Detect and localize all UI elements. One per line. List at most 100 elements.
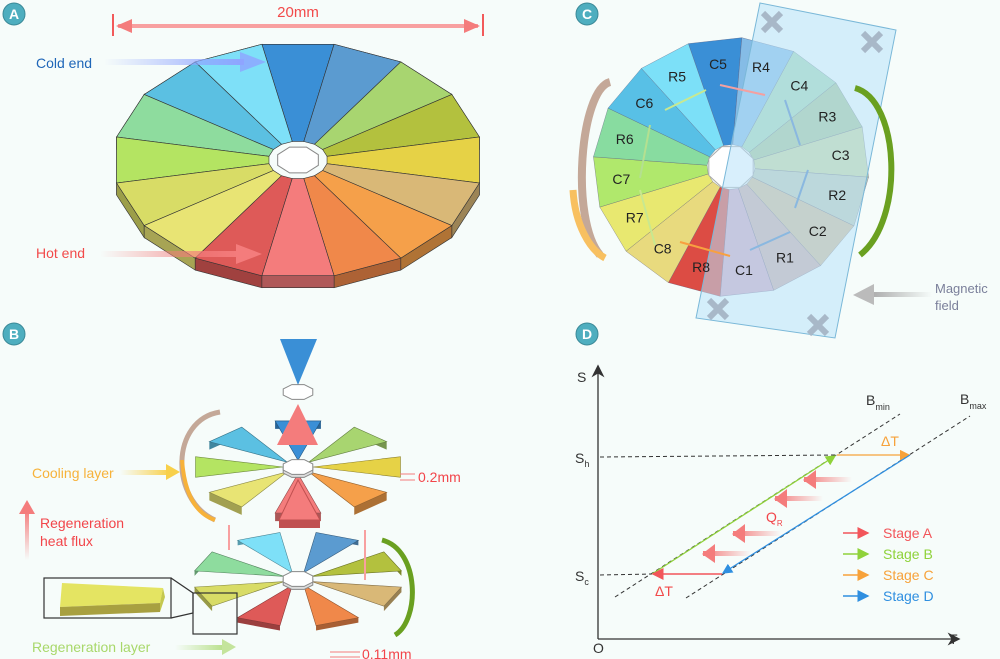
flow-arrow: [784, 99, 801, 146]
delta-t-top-label: ΔT: [881, 433, 899, 449]
panel-letter: C: [582, 6, 592, 22]
layer-wedge: [308, 471, 388, 515]
layer-hub: [282, 459, 314, 475]
sc-subscript: c: [584, 577, 589, 587]
dimension-label: 20mm: [277, 4, 319, 21]
legend-label: Stage C: [883, 567, 934, 583]
cooling-layer-arrow: [120, 464, 180, 480]
segment-label: R6: [616, 131, 634, 147]
cold-end-label: Cold end: [36, 55, 92, 71]
sc-guide: [599, 573, 653, 576]
segment-label: R1: [776, 250, 794, 266]
field-cross-icon: [860, 30, 884, 54]
curved-arrow-green: [381, 537, 415, 638]
legend-item: Stage B: [843, 546, 933, 562]
layer-wedge: [303, 584, 360, 631]
sc-main: S: [575, 568, 584, 584]
heat-flux-up-arrow: [19, 500, 35, 560]
magnetic-field-region: [695, 2, 897, 339]
magnetic-field-arrow: [853, 284, 932, 305]
bmax-main: B: [960, 391, 969, 407]
field-cross-icon: [806, 313, 830, 337]
layer-wedge: [193, 551, 285, 577]
thickness-ticks: [330, 473, 415, 658]
bmin-label: Bmin: [866, 392, 890, 412]
segment-label: R5: [668, 68, 686, 84]
sh-subscript: h: [584, 459, 589, 469]
layer-wedge: [208, 426, 288, 463]
segment-label: R8: [692, 259, 710, 275]
heat-flux-arrows: [228, 525, 366, 580]
sh-label: Sh: [575, 450, 589, 469]
rotation-arrow-left: [577, 78, 612, 258]
panel-label-d: D: [575, 322, 599, 346]
segment-label: C2: [809, 223, 827, 239]
rotation-arrow-left-tail: [569, 189, 607, 262]
flow-arrow: [794, 169, 809, 209]
layer-wedge: [208, 471, 288, 515]
panel-label-b: B: [2, 322, 26, 346]
cold-end-arrow: [104, 52, 266, 72]
disk-wedge: [313, 61, 453, 150]
disk-wedge: [261, 178, 335, 289]
legend-item: Stage C: [843, 567, 934, 583]
segment-label: C5: [709, 56, 727, 72]
segment-label: R7: [626, 210, 644, 226]
regeneration-layer-label: Regeneration layer: [32, 639, 151, 655]
top-hub: [282, 384, 314, 400]
x-axis-label: T: [949, 631, 958, 647]
panel-letter: B: [9, 326, 19, 342]
field-cross-icon: [760, 10, 784, 34]
top-cold-piece: [280, 339, 317, 385]
origin-label: O: [593, 640, 604, 656]
curved-arrow-orange: [180, 459, 216, 522]
segment-label: C7: [612, 171, 630, 187]
bmin-subscript: min: [875, 402, 890, 412]
panel-d-ts-diagram: S T O Sh Sc Bmin Bmax ΔT ΔT QR Stage ASt…: [575, 364, 987, 656]
layer-hub: [282, 571, 314, 587]
bmax-label: Bmax: [960, 391, 987, 411]
segment-label: C4: [790, 78, 808, 94]
legend-item: Stage A: [843, 525, 933, 541]
flow-arrow: [639, 124, 651, 179]
layer-wedge: [311, 551, 403, 577]
regeneration-heat-flux-label-line2: heat flux: [40, 533, 93, 549]
panel-a-regenerator-disk: [116, 43, 480, 289]
bmax-subscript: max: [969, 401, 987, 411]
flow-arrow: [749, 231, 791, 251]
segment-label: C1: [735, 262, 753, 278]
cooling-layer-label: Cooling layer: [32, 465, 114, 481]
stage-b-path: [651, 455, 837, 575]
panel-letter: D: [582, 326, 592, 342]
disk-wedge: [322, 163, 480, 239]
flow-arrow: [664, 89, 707, 111]
regeneration-heat-flux-label-line1: Regeneration: [40, 515, 124, 531]
delta-t-bottom-label: ΔT: [655, 583, 673, 599]
sh-guide: [599, 454, 837, 458]
panel-b-layer-stack: [179, 339, 415, 658]
legend-label: Stage D: [883, 588, 934, 604]
regeneration-heat-arrows: [702, 470, 852, 563]
layer-wedge: [195, 456, 284, 478]
layer-wedge: [236, 584, 293, 631]
qr-label: QR: [766, 509, 783, 528]
segment-label: R3: [818, 108, 836, 124]
hot-end-label: Hot end: [36, 245, 85, 261]
hot-end-arrow: [100, 244, 262, 264]
legend-label: Stage A: [883, 525, 933, 541]
panel-label-c: C: [575, 2, 599, 26]
disk-wedge: [322, 93, 480, 157]
qr-subscript: R: [777, 519, 783, 528]
legend-label: Stage B: [883, 546, 933, 562]
legend: Stage A Stage B Stage C Stage D: [843, 525, 934, 604]
sc-label: Sc: [575, 568, 589, 587]
hot-piece: [277, 404, 318, 445]
y-axis-label: S: [577, 369, 586, 385]
disk-wedge: [303, 43, 402, 145]
layer-wedge: [303, 532, 360, 574]
layer-wedge: [311, 581, 403, 612]
zoom-inset: [43, 577, 238, 635]
qr-main: Q: [766, 509, 777, 525]
